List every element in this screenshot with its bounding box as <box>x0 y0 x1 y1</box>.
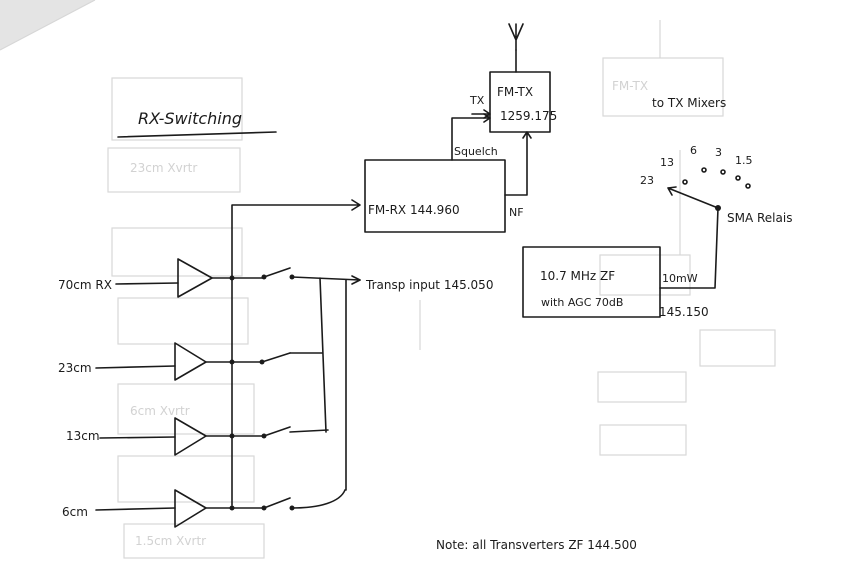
frequency-145150-label: 145.150 <box>659 305 709 319</box>
tx-label: TX <box>469 94 485 107</box>
fold-edge <box>0 0 96 51</box>
band-23cm-label: 23cm <box>58 361 92 375</box>
selector-contact <box>735 175 741 181</box>
nf-label: NF <box>509 206 524 219</box>
bleed-through-text: FM-TX <box>612 79 648 93</box>
fm-rx-block <box>364 159 506 233</box>
if-agc-label: with AGC 70dB <box>541 296 623 309</box>
transp-input-arrow <box>351 275 361 285</box>
band-13cm-path: 13cm <box>66 417 329 456</box>
fm-tx-block <box>489 71 551 133</box>
band-6cm-path: 6cm <box>62 489 346 528</box>
selector-position-13: 13 <box>660 156 674 169</box>
amplifier-6cm-icon <box>174 489 207 528</box>
selector-position-6: 6 <box>690 144 697 157</box>
selector-position-1-5: 1.5 <box>735 154 753 167</box>
squelch-label: Squelch <box>454 145 498 158</box>
nf-line <box>504 131 532 196</box>
band-23cm-path: 23cm <box>58 342 323 381</box>
bleed-through-text: 23cm Xvrtr <box>130 161 197 175</box>
amplifier-23cm-icon <box>174 342 207 381</box>
title-underline <box>117 131 277 138</box>
selector-contact <box>701 167 707 173</box>
footnote-note: Note: all Transverters ZF 144.500 <box>436 538 637 552</box>
if-to-selector-line <box>659 207 719 289</box>
switch-13cm <box>263 426 291 437</box>
return-bus-inner <box>319 277 327 433</box>
band-70cm-path: 70cm RX Transp input 145.050 <box>58 258 493 298</box>
power-10mw-label: 10mW <box>662 272 698 285</box>
tx-input-arrow <box>471 109 491 119</box>
bleed-through <box>107 20 776 559</box>
to-tx-mixers-label: to TX Mixers <box>652 96 726 110</box>
selector-position-3: 3 <box>715 146 722 159</box>
selector-wiper <box>667 186 719 209</box>
band-70cm-label: 70cm RX <box>58 278 112 292</box>
switch-23cm <box>261 352 291 363</box>
selector-contact <box>745 183 751 189</box>
fm-tx-frequency: 1259.175 <box>500 109 557 123</box>
fm-rx-feed-line <box>231 199 361 506</box>
fm-tx-label: FM-TX <box>497 85 533 99</box>
band-6cm-label: 6cm <box>62 505 88 519</box>
bleed-through-text: 6cm Xvrtr <box>130 404 190 418</box>
fm-rx-label: FM-RX 144.960 <box>368 203 460 217</box>
selector-contact <box>720 169 726 175</box>
page-title: RX-Switching <box>138 109 242 128</box>
if-amplifier-block <box>522 246 661 318</box>
sma-relais-label: SMA Relais <box>727 211 792 225</box>
selector-contact <box>682 179 688 185</box>
switch-70cm <box>263 267 291 278</box>
amplifier-13cm-icon <box>174 417 207 456</box>
switch-6cm <box>263 497 291 509</box>
band-13cm-label: 13cm <box>66 429 100 443</box>
amplifier-70cm-icon <box>177 258 213 298</box>
if-amplifier-label: 10.7 MHz ZF <box>540 269 615 283</box>
antenna-symbol <box>508 23 524 51</box>
transp-input-label: Transp input 145.050 <box>365 278 493 292</box>
bleed-through-text: 1.5cm Xvrtr <box>135 534 206 548</box>
selector-position-23: 23 <box>640 174 654 187</box>
squelch-line <box>451 113 491 161</box>
